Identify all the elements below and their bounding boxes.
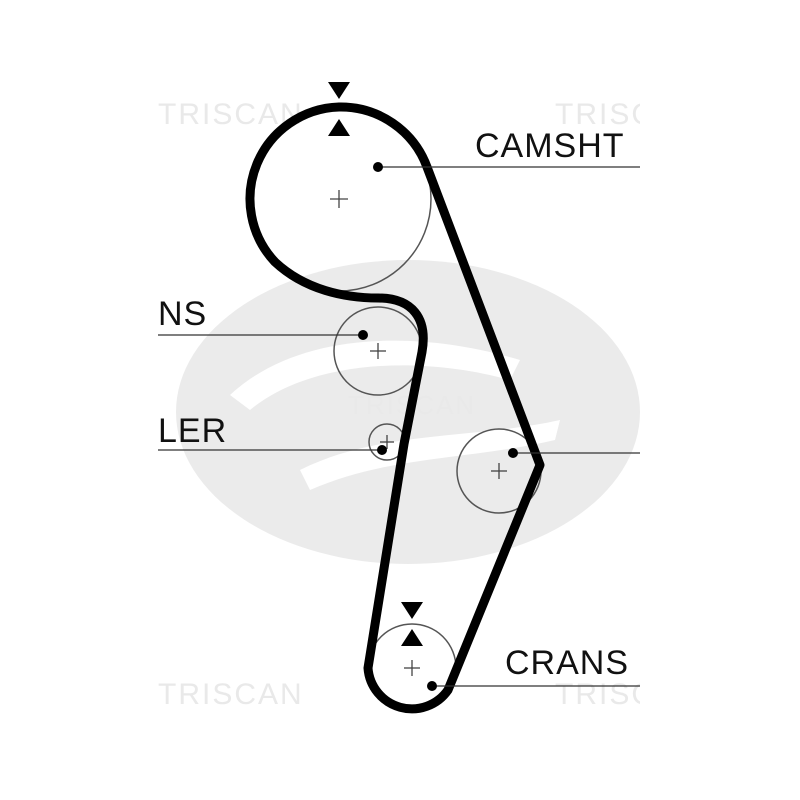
watermark-bottom-left: TRISCAN: [158, 678, 304, 711]
crankshaft-label: CRANS: [505, 644, 630, 682]
watermark-bottom-right: TRISCAN: [555, 678, 640, 711]
water-pump-dot: [508, 448, 518, 458]
camshaft-label: CAMSHT: [475, 127, 625, 165]
water-pump-center-mark: [491, 463, 507, 479]
watermark-bottom-right-clip: TRISCAN: [555, 676, 640, 716]
logo-swoosh: [230, 340, 520, 410]
camshaft-timing-mark: [328, 82, 350, 136]
tensioner-label: NS: [158, 295, 208, 333]
camshaft-dot: [373, 162, 383, 172]
camshaft-center-mark: [330, 190, 348, 208]
tensioner-center-mark: [370, 343, 386, 359]
idler-center-mark: [380, 435, 394, 449]
watermark-top-left: TRISCAN: [158, 98, 304, 131]
crankshaft-timing-mark: [401, 602, 423, 646]
logo-swoosh-lower: [300, 420, 560, 490]
watermark-top-right-clip: TRISCAN: [555, 96, 640, 136]
tensioner-dot: [358, 330, 368, 340]
crankshaft-label-clip: CRANS: [505, 644, 640, 684]
idler-label: LER: [158, 412, 228, 450]
crankshaft-center-mark: [404, 660, 420, 676]
watermark-top-right: TRISCAN: [555, 98, 640, 131]
timing-belt: [245, 102, 545, 714]
crankshaft-dot: [427, 681, 437, 691]
idler-dot: [377, 445, 387, 455]
